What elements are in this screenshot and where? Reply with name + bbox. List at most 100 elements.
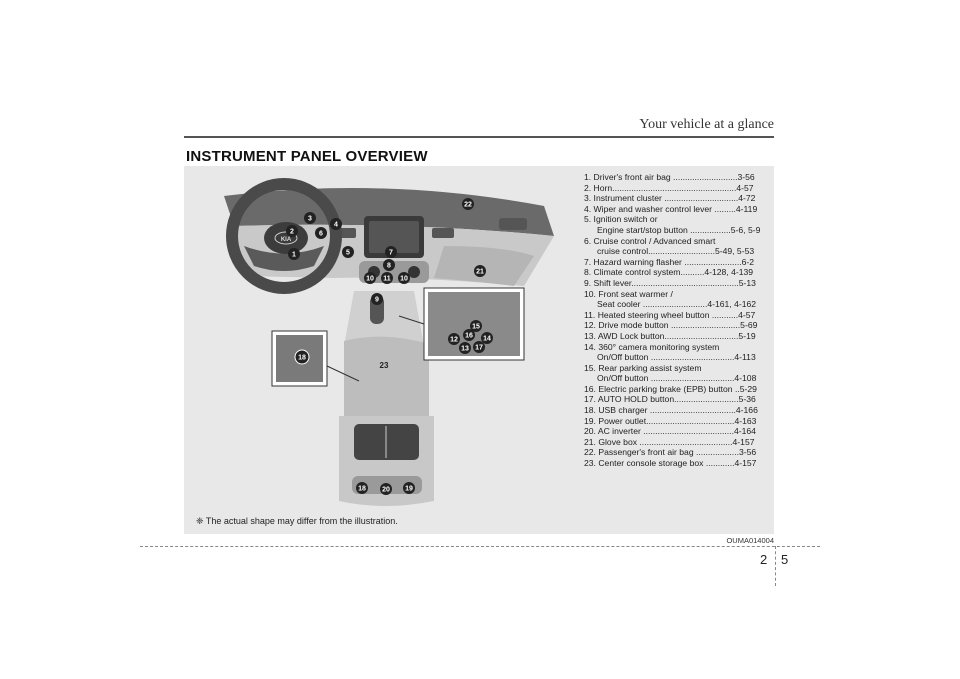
legend-item: 19. Power outlet........................…: [584, 415, 757, 426]
callout-12: 12: [448, 333, 460, 345]
svg-text:21: 21: [476, 269, 484, 276]
callout-19: 19: [403, 482, 415, 494]
legend-item: cruise control..........................…: [597, 246, 755, 257]
svg-text:18: 18: [358, 486, 366, 493]
callout-21: 21: [474, 265, 486, 277]
illustration-panel: KIA 1 2 3 4 5 6 7 8 9 10 11 10 12 13 14 …: [184, 166, 774, 545]
chapter-number: 2: [760, 552, 768, 567]
glove-box: [434, 246, 534, 286]
console-armrest: [344, 336, 429, 416]
steering-wheel-rim: [226, 178, 342, 294]
legend-item: 22. Passenger's front air bag ..........…: [584, 447, 757, 458]
legend-item: 12. Drive mode button ..................…: [584, 320, 758, 331]
callout-4: 4: [330, 218, 342, 230]
legend-item: On/Off button ..........................…: [597, 352, 756, 363]
legend-item: 23. Center console storage box .........…: [584, 458, 757, 469]
svg-text:14: 14: [483, 336, 491, 343]
svg-text:1: 1: [292, 252, 296, 259]
legend-item: 14. 360° camera monitoring system: [584, 341, 720, 352]
passenger-vent: [499, 218, 527, 230]
legend-item: Engine start/stop button ...............…: [597, 224, 761, 235]
callout-1: 1: [288, 248, 300, 260]
legend-item: 16. Electric parking brake (EPB) button …: [584, 383, 757, 394]
component-legend: 1. Driver's front air bag ..............…: [584, 172, 770, 469]
svg-text:18: 18: [298, 355, 306, 362]
center-display-screen: [369, 221, 419, 253]
callout-17: 17: [473, 341, 485, 353]
svg-text:22: 22: [464, 202, 472, 209]
legend-item: 10. Front seat warmer /: [584, 288, 673, 299]
svg-text:17: 17: [475, 345, 483, 352]
svg-text:23: 23: [380, 361, 389, 370]
callout-18-console: 18: [356, 482, 368, 494]
svg-text:20: 20: [382, 487, 390, 494]
svg-text:2: 2: [290, 229, 294, 236]
svg-text:8: 8: [387, 263, 391, 270]
header-rule: [184, 136, 774, 138]
callout-2: 2: [286, 225, 298, 237]
legend-item: 17. AUTO HOLD button....................…: [584, 394, 756, 405]
callout-3: 3: [304, 212, 316, 224]
svg-text:16: 16: [465, 333, 473, 340]
steering-wheel-spoke: [244, 246, 324, 271]
legend-item: 8. Climate control system..........4-128…: [584, 267, 754, 278]
callout-8: 8: [383, 259, 395, 271]
legend-item: 9. Shift lever..........................…: [584, 277, 756, 288]
legend-item: 1. Driver's front air bag ..............…: [584, 172, 755, 182]
callout-16: 16: [463, 329, 475, 341]
callout-13: 13: [459, 342, 471, 354]
legend-item: 18. USB charger ........................…: [584, 405, 758, 416]
svg-text:12: 12: [450, 337, 458, 344]
illustration-note: ❈ The actual shape may differ from the i…: [196, 516, 398, 526]
callout-7: 7: [385, 246, 397, 258]
climate-panel: [359, 261, 429, 283]
section-title: INSTRUMENT PANEL OVERVIEW: [186, 148, 428, 165]
callout-10-left: 10: [364, 272, 376, 284]
svg-text:10: 10: [400, 276, 408, 283]
svg-text:4: 4: [334, 222, 338, 229]
legend-item: 13. AWD Lock button.....................…: [584, 330, 756, 341]
shifter-area: [344, 291, 424, 346]
kia-logo: KIA: [281, 237, 292, 243]
running-header: Your vehicle at a glance: [639, 117, 774, 132]
page-number: 5: [781, 552, 789, 567]
legend-item: 6. Cruise control / Advanced smart: [584, 235, 716, 246]
legend-item: On/Off button ..........................…: [597, 373, 757, 384]
legend-item: 21. Glove box ..........................…: [584, 436, 755, 447]
callout-18-inset: 18: [294, 349, 310, 365]
callout-9: 9: [371, 293, 383, 305]
usb-inset-leader: [326, 365, 360, 382]
svg-text:10: 10: [366, 276, 374, 283]
kia-logo-ring: [274, 231, 298, 245]
legend-item: 11. Heated steering wheel button .......…: [584, 309, 756, 320]
footer-separator: [775, 546, 776, 586]
footer-rule: [140, 546, 820, 547]
callout-14: 14: [481, 332, 493, 344]
svg-text:7: 7: [389, 250, 393, 257]
legend-item: Seat cooler ...........................4…: [597, 299, 757, 310]
svg-text:5: 5: [346, 250, 350, 257]
climate-knob-right: [408, 266, 420, 278]
instrument-panel-illustration: KIA 1 2 3 4 5 6 7 8 9 10 11 10 12 13 14 …: [224, 178, 554, 506]
svg-text:9: 9: [375, 297, 379, 304]
figure-code: OUMA014004: [726, 536, 774, 545]
callout-10-right: 10: [398, 272, 410, 284]
svg-text:13: 13: [461, 346, 469, 353]
svg-text:19: 19: [405, 486, 413, 493]
legend-item: 2. Horn.................................…: [584, 182, 754, 193]
callout-22: 22: [462, 198, 474, 210]
callout-6: 6: [315, 227, 327, 239]
callout-23: 23: [380, 361, 389, 370]
svg-text:15: 15: [472, 324, 480, 331]
legend-item: 3. Instrument cluster ..................…: [584, 193, 756, 204]
console-inset-leader: [398, 315, 425, 325]
callout-11: 11: [381, 272, 393, 284]
center-vent-right: [432, 228, 454, 238]
svg-text:6: 6: [319, 231, 323, 238]
svg-text:11: 11: [383, 276, 391, 283]
legend-item: 5. Ignition switch or: [584, 214, 658, 225]
callout-15: 15: [470, 320, 482, 332]
legend-item: 20. AC inverter ........................…: [584, 426, 756, 437]
callout-5: 5: [342, 246, 354, 258]
legend-item: 7. Hazard warning flasher ..............…: [584, 256, 755, 267]
